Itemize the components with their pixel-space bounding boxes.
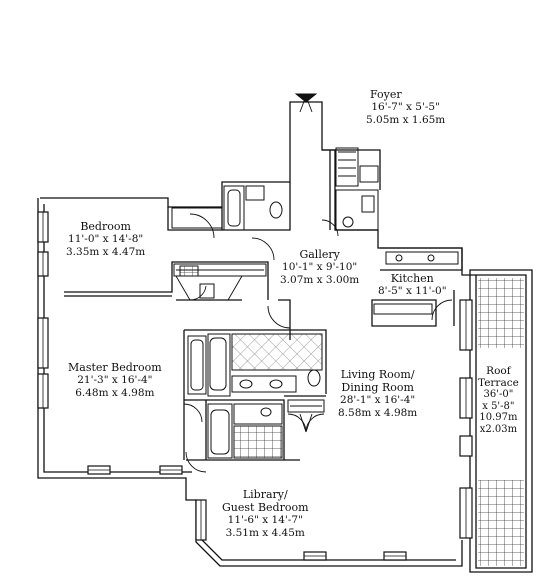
room-name: Bedroom (80, 220, 131, 233)
room-dimensions-metric: 6.48m x 4.98m (75, 387, 155, 399)
room-name-line2: Terrace (478, 376, 519, 389)
terrace-tiles-top (478, 278, 524, 348)
room-name-line1: Library/ (242, 488, 288, 501)
room-dimensions-line1: 36'-0" (483, 389, 514, 400)
room-label-library: Library/ Guest Bedroom 11'-6" x 14'-7" 3… (222, 488, 309, 540)
room-name-line1: Roof (486, 365, 511, 377)
room-label-foyer: Foyer 16'-7" x 5'-5" 5.05m x 1.65m (366, 88, 445, 127)
room-name-line1: Living Room/ (340, 368, 415, 381)
room-name-line2: Dining Room (341, 381, 414, 394)
room-name-line2: Guest Bedroom (222, 501, 309, 514)
room-name: Foyer (370, 88, 402, 101)
room-label-roof-terrace: Roof Terrace 36'-0" x 5'-8" 10.97m x2.03… (478, 365, 519, 435)
terrace-tiles-bottom (478, 480, 524, 566)
room-dimensions-imperial: 8'-5" x 11'-0" (378, 285, 447, 297)
room-dimensions-imperial: 21'-3" x 16'-4" (77, 374, 153, 386)
room-dimensions-imperial: 11'-6" x 14'-7" (227, 514, 303, 526)
room-dimensions-metric: 8.58m x 4.98m (338, 407, 418, 419)
room-dimensions-line2: x 5'-8" (482, 400, 515, 412)
room-label-living-room: Living Room/ Dining Room 28'-1" x 16'-4"… (338, 368, 417, 420)
room-dimensions-imperial: 28'-1" x 16'-4" (340, 394, 416, 406)
room-dimensions-line4: x2.03m (479, 423, 518, 435)
room-dimensions-line3: 10.97m (479, 412, 518, 423)
room-label-kitchen: Kitchen 8'-5" x 11'-0" (378, 272, 447, 298)
room-dimensions-imperial: 10'-1" x 9'-10" (282, 261, 358, 273)
room-label-gallery: Gallery 10'-1" x 9'-10" 3.07m x 3.00m (280, 248, 359, 287)
room-dimensions-imperial: 11'-0" x 14'-8" (68, 233, 144, 245)
room-dimensions-imperial: 16'-7" x 5'-5" (371, 101, 440, 113)
room-label-bedroom: Bedroom 11'-0" x 14'-8" 3.35m x 4.47m (66, 220, 145, 259)
room-dimensions-metric: 3.07m x 3.00m (280, 274, 360, 286)
fixtures (171, 147, 459, 459)
room-name: Master Bedroom (68, 361, 162, 374)
interior-walls (64, 149, 463, 461)
room-dimensions-metric: 3.51m x 4.45m (225, 527, 305, 539)
room-label-master-bedroom: Master Bedroom 21'-3" x 16'-4" 6.48m x 4… (68, 361, 162, 400)
room-name: Gallery (299, 248, 340, 261)
room-dimensions-metric: 5.05m x 1.65m (366, 114, 446, 126)
doors (175, 93, 453, 473)
room-name: Kitchen (390, 272, 434, 285)
room-dimensions-metric: 3.35m x 4.47m (66, 246, 146, 258)
